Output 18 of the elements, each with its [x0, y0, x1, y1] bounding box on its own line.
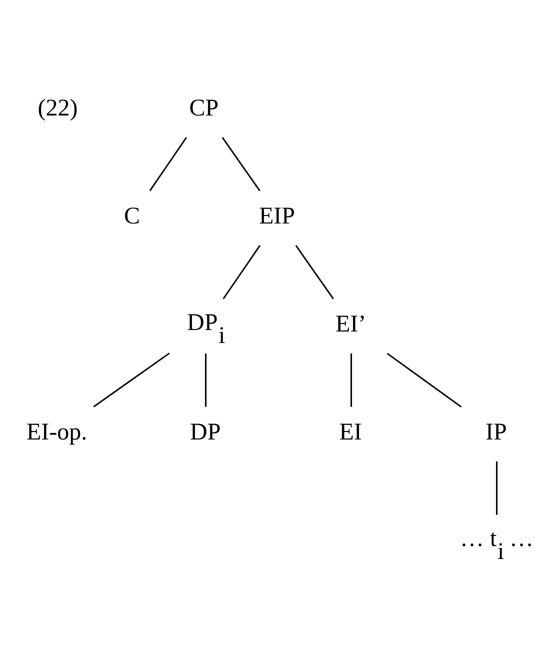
node-text: EI [339, 419, 362, 446]
node-text: EIP [259, 203, 295, 230]
node-text: DP [190, 419, 221, 446]
node-text: C [124, 203, 140, 230]
connector [93, 352, 170, 407]
node-text: CP [189, 95, 219, 122]
connector [350, 352, 352, 406]
connector [149, 136, 188, 191]
connector [205, 352, 206, 406]
connector [222, 244, 261, 299]
node-text: EI-op. [26, 419, 88, 446]
label: (22) [38, 95, 78, 122]
node-text: EI’ [336, 311, 366, 338]
connector [496, 460, 498, 514]
connector [222, 136, 260, 191]
node-text: IP [486, 419, 507, 446]
connector [295, 244, 334, 299]
connector [386, 352, 462, 407]
